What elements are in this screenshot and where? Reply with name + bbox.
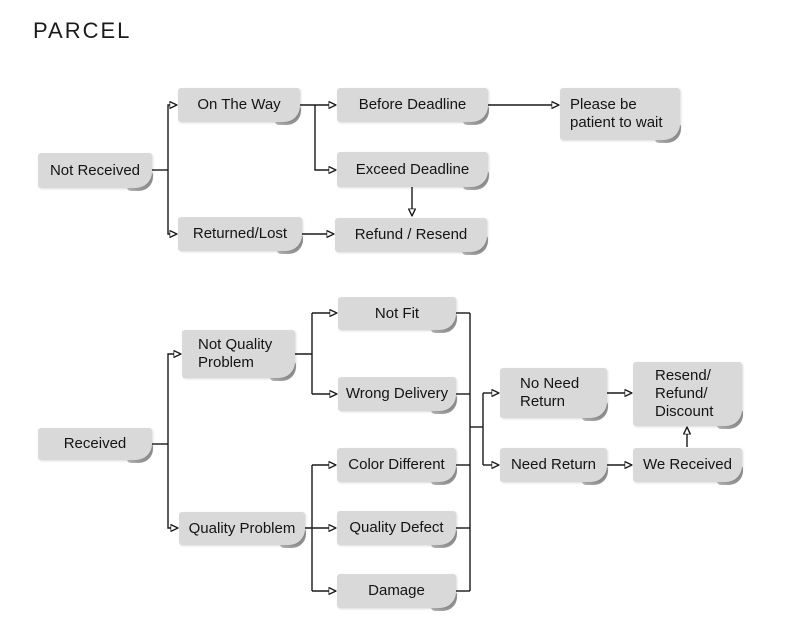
node-returned-lost: Returned/Lost: [178, 217, 303, 254]
node-exceed-deadline: Exceed Deadline: [337, 152, 489, 190]
node-quality-problem: Quality Problem: [179, 512, 306, 548]
edge-not-received-returned-lost: [167, 170, 170, 234]
node-need-return: Need Return: [500, 448, 608, 485]
node-damage: Damage: [337, 574, 457, 611]
node-color-different: Color Different: [337, 448, 457, 485]
edge-received-quality-problem: [167, 444, 171, 528]
edge-received-not-quality-problem: [167, 354, 174, 444]
node-before-deadline: Before Deadline: [337, 88, 489, 125]
node-not-quality-problem: Not Quality Problem: [182, 330, 296, 381]
node-please-be-patient-to-wait: Please be patient to wait: [560, 88, 681, 143]
node-refund-resend: Refund / Resend: [335, 218, 488, 255]
node-quality-defect: Quality Defect: [337, 511, 457, 548]
node-resend-refund-discount: Resend/ Refund/ Discount: [633, 362, 743, 429]
edge-not-received-on-the-way: [167, 105, 170, 170]
node-not-fit: Not Fit: [338, 297, 457, 333]
edge-on-the-way-exceed-deadline: [314, 105, 329, 170]
node-not-received: Not Received: [38, 153, 153, 191]
node-received: Received: [38, 428, 153, 463]
node-no-need-return: No Need Return: [500, 368, 608, 421]
diagram-title: PARCEL: [33, 18, 132, 43]
node-we-received: We Received: [633, 448, 743, 485]
node-on-the-way: On The Way: [178, 88, 301, 125]
node-wrong-delivery: Wrong Delivery: [338, 377, 457, 414]
